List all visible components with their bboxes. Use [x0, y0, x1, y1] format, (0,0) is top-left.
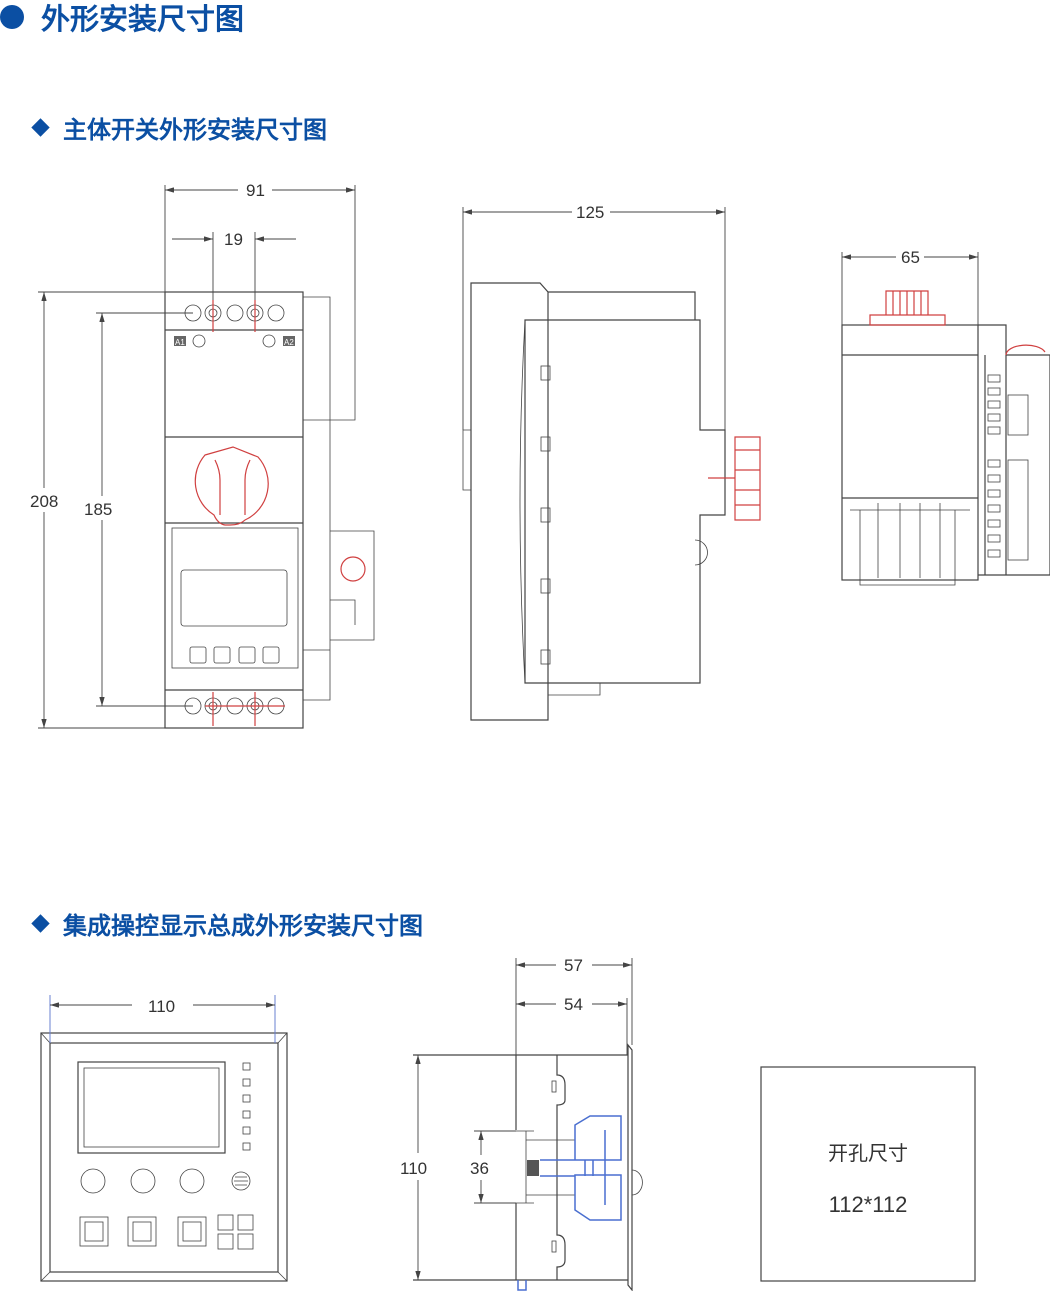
main-switch-third-view: [841, 290, 1050, 586]
dim-height-185: 185: [84, 500, 112, 519]
label-a1: A1: [175, 338, 185, 347]
main-switch-front-dimensions: 91 19 208 185: [30, 181, 356, 729]
panel-cutout: 开孔尺寸 112*112: [760, 1066, 976, 1282]
dim-width-91: 91: [246, 181, 265, 200]
dim-rail-36: 36: [470, 1159, 489, 1178]
main-switch-front-view: A1 A2: [164, 291, 375, 729]
display-unit-front-dimensions: 110: [49, 995, 276, 1043]
dim-width-65: 65: [901, 248, 920, 267]
dim-height-110: 110: [400, 1159, 427, 1178]
display-unit-front-view: [40, 1032, 288, 1282]
display-unit-side-dimensions: 57 54 110 36: [400, 956, 633, 1280]
dim-depth-57: 57: [564, 956, 583, 975]
bullet-icon: [0, 5, 24, 29]
page-title: 外形安装尺寸图: [0, 0, 244, 36]
cutout-label: 开孔尺寸: [828, 1141, 908, 1165]
dim-height-208: 208: [30, 492, 58, 511]
main-switch-third-dimensions: 65: [841, 248, 979, 325]
dim-width-110: 110: [148, 997, 175, 1016]
label-a2: A2: [284, 338, 294, 347]
section-title-main-switch: 主体开关外形安装尺寸图: [31, 110, 327, 145]
cutout-size: 112*112: [829, 1192, 908, 1217]
display-unit-side-view: [413, 1043, 643, 1291]
main-switch-side-dimensions: 125: [462, 203, 726, 430]
dim-depth-54: 54: [564, 995, 583, 1014]
section-title-display-unit: 集成操控显示总成外形安装尺寸图: [31, 906, 423, 941]
dim-pitch-19: 19: [224, 230, 243, 249]
main-switch-side-view: [462, 282, 761, 721]
dim-depth-125: 125: [576, 203, 604, 222]
